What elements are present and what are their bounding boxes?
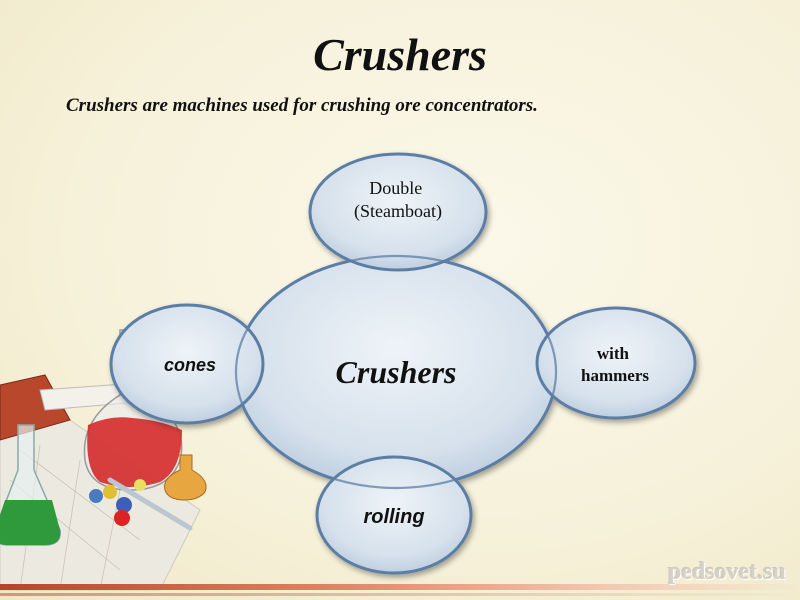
molecule-ball <box>89 489 103 503</box>
right-ellipse <box>535 306 697 420</box>
left-label: cones <box>164 355 216 375</box>
left-ellipse <box>109 303 265 425</box>
glass-rod <box>107 477 193 531</box>
right-label: with hammers <box>581 344 649 385</box>
top-label: Double (Steamboat) <box>354 178 442 222</box>
right-label-line1: with <box>597 344 630 363</box>
right-label-line2: hammers <box>581 366 649 385</box>
molecule-ball <box>103 485 117 499</box>
molecule-ball <box>134 479 146 491</box>
molecule-ball <box>114 510 130 526</box>
watermark: pedsovet.su <box>667 559 786 585</box>
molecule-ball <box>116 497 132 513</box>
top-ellipse <box>308 152 488 272</box>
center-label: Crushers <box>336 354 457 390</box>
bottom-accent-line <box>0 593 800 596</box>
bottom-accent-bar <box>0 584 800 590</box>
top-label-line2: (Steamboat) <box>354 201 442 222</box>
flask-red-liquid <box>87 417 182 487</box>
top-label-line1: Double <box>369 178 422 198</box>
bottom-label: rolling <box>363 506 424 528</box>
slide-title: Crushers <box>313 29 487 80</box>
lab-decoration <box>0 329 207 591</box>
flask-green-liquid <box>0 500 61 545</box>
slide-subtitle: Crushers are machines used for crushing … <box>66 95 538 116</box>
small-flask-icon <box>164 454 207 501</box>
